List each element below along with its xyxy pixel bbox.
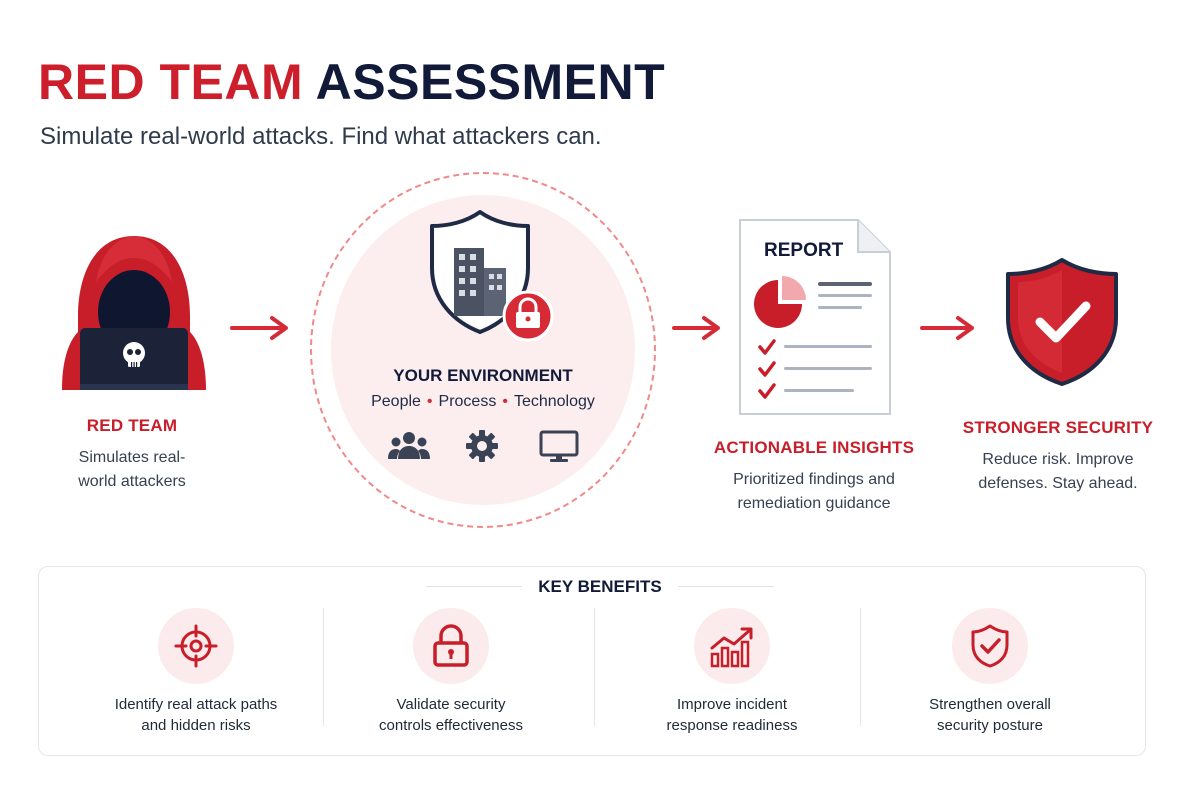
flow-arrow-icon xyxy=(920,316,974,340)
security-title: STRONGER SECURITY xyxy=(962,418,1154,437)
benefit-icon-circle xyxy=(413,608,489,684)
report-document-icon xyxy=(739,219,891,415)
benefit-text: Improve incident response readiness xyxy=(666,696,798,734)
gear-icon xyxy=(466,430,498,462)
pillar-people: People xyxy=(371,393,421,410)
benefit-text: Validate security controls effectiveness xyxy=(379,696,523,734)
benefit-divider xyxy=(860,608,861,726)
environment-dashed-ring xyxy=(310,172,656,528)
benefit-divider xyxy=(323,608,324,726)
shield-check-icon xyxy=(971,624,1009,668)
security-desc: Reduce risk. Improve defenses. Stay ahea… xyxy=(978,451,1138,492)
key-benefits-title: KEY BENEFITS xyxy=(538,577,662,596)
environment-title: YOUR ENVIRONMENT xyxy=(393,366,573,385)
flow-arrow-icon xyxy=(230,316,288,340)
benefit-item: Identify real attack paths and hidden ri… xyxy=(76,608,316,736)
red-team-caption: RED TEAM Simulates real-world attackers xyxy=(20,416,244,494)
benefit-icon-circle xyxy=(158,608,234,684)
insights-caption: ACTIONABLE INSIGHTS Prioritized findings… xyxy=(696,438,932,516)
benefit-text: Identify real attack paths and hidden ri… xyxy=(114,696,278,734)
benefit-icon-circle xyxy=(952,608,1028,684)
page-subtitle: Simulate real-world attacks. Find what a… xyxy=(40,123,602,150)
shield-check-icon xyxy=(1006,258,1118,386)
growth-chart-icon xyxy=(710,627,753,668)
benefit-item: Improve incident response readiness xyxy=(612,608,852,736)
pillar-separator: • xyxy=(426,393,433,410)
benefit-divider xyxy=(594,608,595,726)
benefit-item: Validate security controls effectiveness xyxy=(331,608,571,736)
environment-pillars: People • Process • Technology xyxy=(331,392,635,412)
benefits-title-rule xyxy=(426,586,522,587)
red-team-desc: Simulates real-world attackers xyxy=(78,449,186,490)
shield-building-icon xyxy=(430,210,554,342)
insights-title: ACTIONABLE INSIGHTS xyxy=(713,438,915,457)
title-red-part: RED TEAM xyxy=(38,54,304,110)
monitor-icon xyxy=(539,430,579,462)
insights-desc: Prioritized findings and remediation gui… xyxy=(733,471,895,512)
page-title: RED TEAM ASSESSMENT xyxy=(38,54,665,110)
benefit-item: Strengthen overall security posture xyxy=(870,608,1110,736)
title-navy-part: ASSESSMENT xyxy=(315,54,666,110)
report-label: REPORT xyxy=(764,240,844,261)
benefit-icon-circle xyxy=(694,608,770,684)
hooded-hacker-icon xyxy=(62,236,206,390)
flow-arrow-icon xyxy=(672,316,720,340)
lock-icon xyxy=(433,624,469,667)
red-team-title: RED TEAM xyxy=(86,416,178,435)
benefit-text: Strengthen overall security posture xyxy=(929,696,1051,734)
benefits-title-rule xyxy=(678,586,774,587)
pillar-technology: Technology xyxy=(513,393,595,410)
security-caption: STRONGER SECURITY Reduce risk. Improve d… xyxy=(950,418,1166,496)
crosshair-icon xyxy=(174,624,218,668)
pillar-separator: • xyxy=(502,393,508,410)
people-icon xyxy=(388,432,430,459)
pillar-process: Process xyxy=(438,393,497,410)
